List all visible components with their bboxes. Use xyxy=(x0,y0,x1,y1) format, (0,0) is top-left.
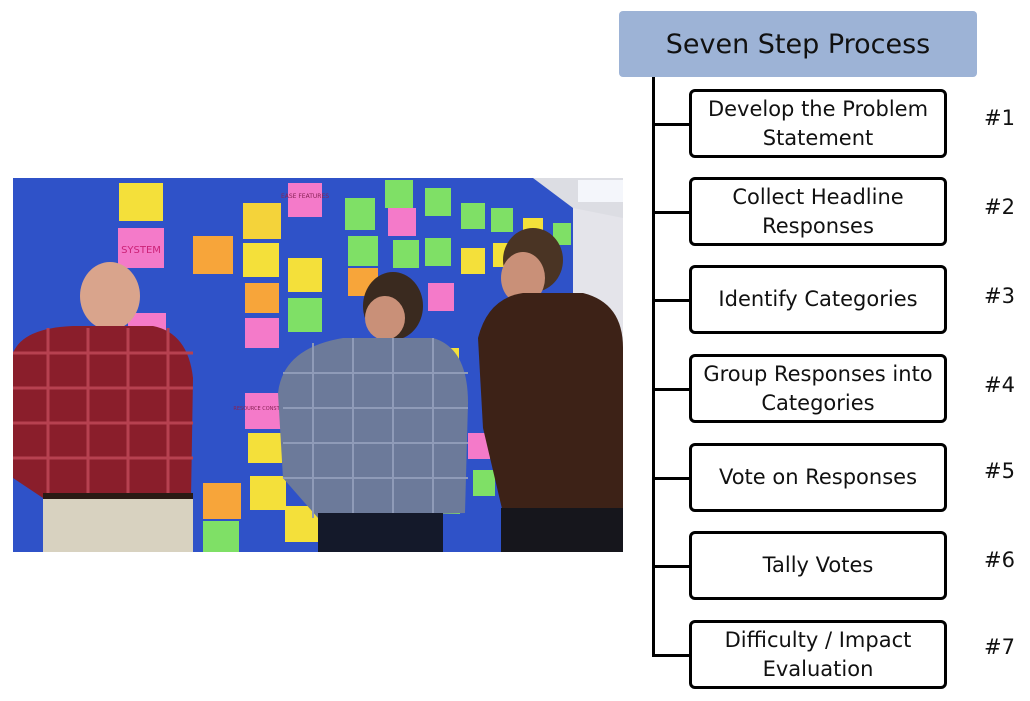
step-number-4: #4 xyxy=(984,373,1015,397)
step-number-5: #5 xyxy=(984,459,1015,483)
team-photo: SYSTEM EASE FEATURES RESOURCE CONSTRAINT xyxy=(13,178,623,552)
step-box-7: Difficulty / Impact Evaluation xyxy=(689,620,947,689)
step-number-6: #6 xyxy=(984,548,1015,572)
connector-branch-5 xyxy=(652,477,689,480)
sticky-note-label-ease: EASE FEATURES xyxy=(281,193,329,200)
connector-branch-4 xyxy=(652,388,689,391)
sticky-note-label-resource: RESOURCE CONSTRAINT xyxy=(233,406,295,412)
step-box-3: Identify Categories xyxy=(689,265,947,334)
sticky-note-wall-illustration: SYSTEM EASE FEATURES RESOURCE CONSTRAINT xyxy=(13,178,623,552)
step-box-5: Vote on Responses xyxy=(689,443,947,512)
step-box-1: Develop the Problem Statement xyxy=(689,89,947,158)
connector-branch-6 xyxy=(652,565,689,568)
connector-branch-2 xyxy=(652,211,689,214)
sticky-notes xyxy=(118,180,571,552)
connector-branch-7 xyxy=(652,654,689,657)
connector-branch-1 xyxy=(652,123,689,126)
person-left xyxy=(13,262,193,552)
step-box-2: Collect Headline Responses xyxy=(689,177,947,246)
step-box-6: Tally Votes xyxy=(689,531,947,600)
connector-trunk xyxy=(652,77,655,656)
step-number-3: #3 xyxy=(984,284,1015,308)
step-number-2: #2 xyxy=(984,195,1015,219)
person-right xyxy=(478,228,623,552)
step-number-1: #1 xyxy=(984,106,1015,130)
step-box-4: Group Responses into Categories xyxy=(689,354,947,423)
sticky-note-label-system: SYSTEM xyxy=(121,245,161,256)
diagram-title: Seven Step Process xyxy=(619,11,977,77)
step-number-7: #7 xyxy=(984,635,1015,659)
person-middle xyxy=(278,272,468,552)
connector-branch-3 xyxy=(652,299,689,302)
